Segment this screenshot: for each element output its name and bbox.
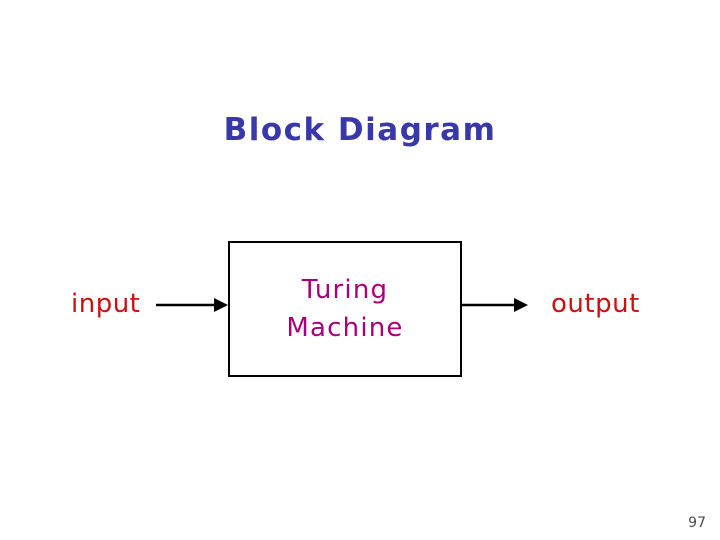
page-number: 97 — [688, 515, 706, 531]
input-arrow-right-icon — [156, 298, 228, 312]
output-arrow-right-icon — [460, 298, 528, 312]
machine-label-line-2: Machine — [286, 313, 404, 343]
output-label: output — [551, 289, 640, 319]
machine-label-line-1: Turing — [301, 275, 389, 305]
turing-machine-block: Turing Machine — [228, 241, 462, 377]
input-label: input — [71, 289, 141, 319]
page-title: Block Diagram — [223, 112, 497, 148]
